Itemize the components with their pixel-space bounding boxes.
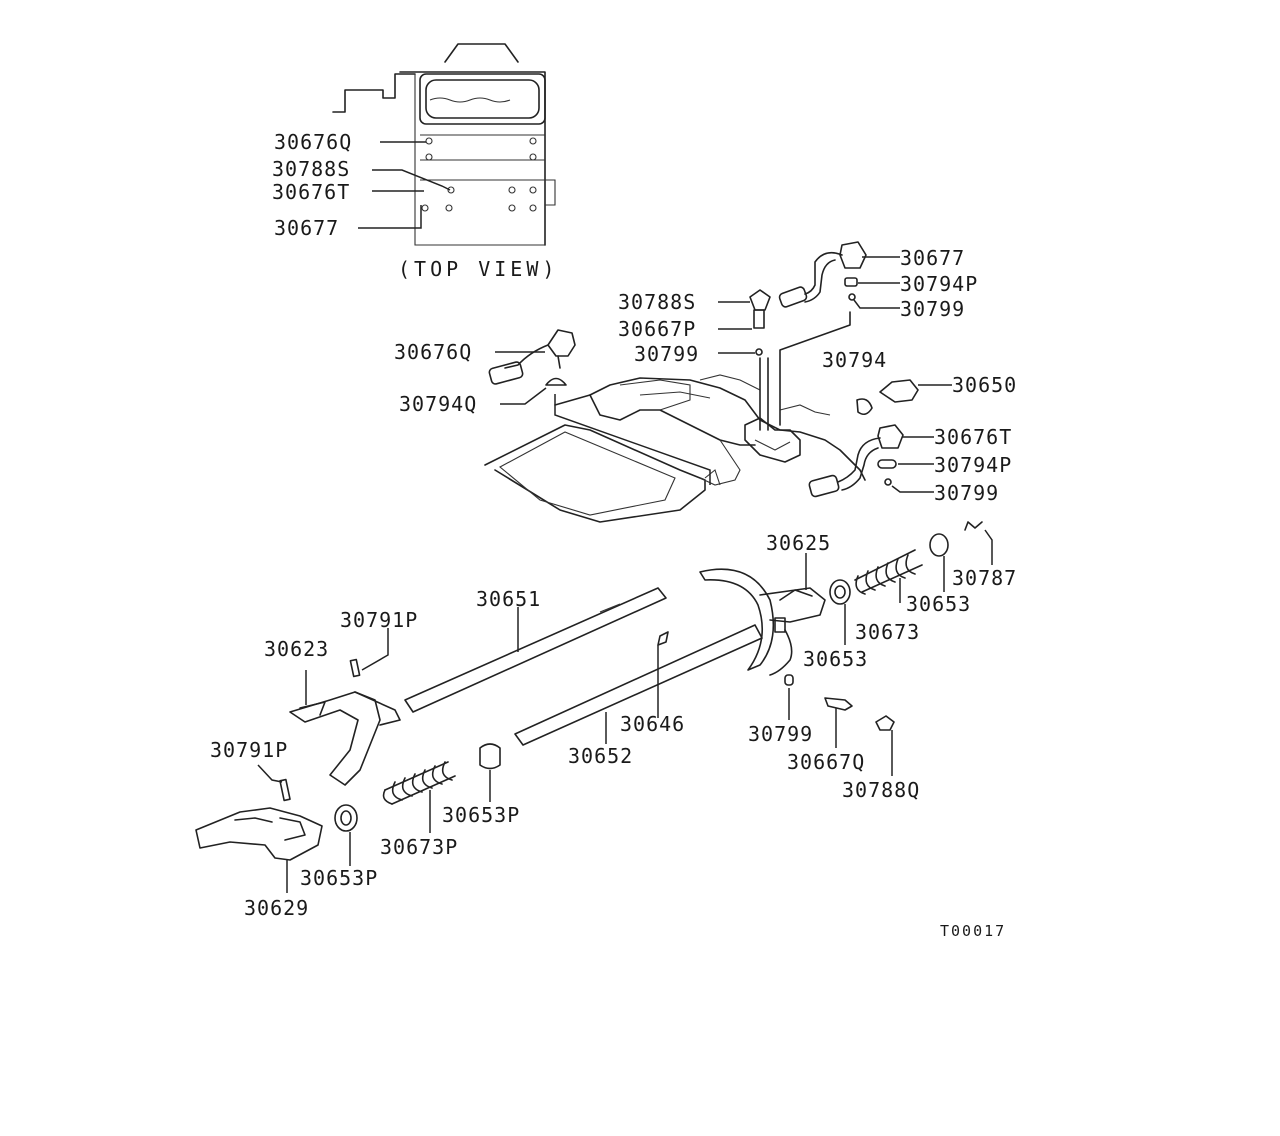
shift-fork-30625 bbox=[699, 553, 826, 676]
label-f-30625: 30625 bbox=[766, 531, 831, 555]
label-r-30794P: 30794P bbox=[900, 272, 978, 296]
shift-rod-30651 bbox=[404, 587, 667, 713]
label-l-30794Q: 30794Q bbox=[399, 392, 477, 416]
label-r2-30799: 30799 bbox=[934, 481, 999, 505]
top-view-leaders bbox=[358, 141, 451, 229]
label-c-30788S: 30788S bbox=[618, 290, 696, 314]
ball-30799 bbox=[784, 674, 794, 720]
label-top-30676Q: 30676Q bbox=[274, 130, 352, 154]
shift-fork-30629 bbox=[195, 807, 323, 893]
plug-30653P-a bbox=[479, 743, 501, 802]
label-f-30788Q: 30788Q bbox=[842, 778, 920, 802]
label-f-30653P-b: 30653P bbox=[300, 866, 378, 890]
plug-30653-b bbox=[829, 579, 851, 645]
label-c-30667P: 30667P bbox=[618, 317, 696, 341]
spring-30673P bbox=[382, 761, 456, 833]
vent-pipe-lower-right bbox=[808, 424, 934, 498]
label-r2-30794P: 30794P bbox=[934, 453, 1012, 477]
shift-rod-30652 bbox=[514, 624, 763, 746]
label-f-30651: 30651 bbox=[476, 587, 541, 611]
label-l-30676Q: 30676Q bbox=[394, 340, 472, 364]
bolt-30788Q bbox=[875, 715, 895, 776]
transmission-case bbox=[484, 374, 866, 523]
label-f-30667Q: 30667Q bbox=[787, 750, 865, 774]
label-f-30673: 30673 bbox=[855, 620, 920, 644]
pin-30791P-left bbox=[257, 764, 291, 802]
pin-30791P-top bbox=[349, 628, 389, 678]
clip-30787 bbox=[964, 521, 993, 565]
vent-pipe-upper-right bbox=[778, 241, 900, 426]
label-c-30799: 30799 bbox=[634, 342, 699, 366]
label-f-30652: 30652 bbox=[568, 744, 633, 768]
label-r-30650: 30650 bbox=[952, 373, 1017, 397]
label-f-30673P: 30673P bbox=[380, 835, 458, 859]
label-top-30676T: 30676T bbox=[272, 180, 350, 204]
label-top-30677: 30677 bbox=[274, 216, 339, 240]
label-f-30623: 30623 bbox=[264, 637, 329, 661]
label-r-30799: 30799 bbox=[900, 297, 965, 321]
shift-fork-30623 bbox=[289, 670, 401, 786]
breather-30650 bbox=[856, 379, 952, 416]
label-f-30787: 30787 bbox=[952, 566, 1017, 590]
plug-30653P-b bbox=[334, 804, 358, 866]
label-f-30653P-a: 30653P bbox=[442, 803, 520, 827]
vent-pipe-left bbox=[488, 329, 711, 485]
label-f-30791P-top: 30791P bbox=[340, 608, 418, 632]
label-f-30629: 30629 bbox=[244, 896, 309, 920]
label-f-30791P-left: 30791P bbox=[210, 738, 288, 762]
label-r-30676T: 30676T bbox=[934, 425, 1012, 449]
label-top-30788S: 30788S bbox=[272, 157, 350, 181]
vent-pipe-center bbox=[718, 289, 771, 431]
label-r-30794: 30794 bbox=[822, 348, 887, 372]
top-view-housing bbox=[332, 43, 556, 246]
label-f-30653b: 30653 bbox=[803, 647, 868, 671]
figure-code: T00017 bbox=[940, 922, 1006, 940]
plug-30653-a bbox=[929, 533, 949, 592]
label-f-30799: 30799 bbox=[748, 722, 813, 746]
bolt-30667Q bbox=[824, 697, 853, 748]
top-view-caption: (TOP VIEW) bbox=[398, 257, 558, 281]
label-f-30646: 30646 bbox=[620, 712, 685, 736]
label-r-30677: 30677 bbox=[900, 246, 965, 270]
spring-30673 bbox=[854, 549, 923, 603]
label-f-30653a: 30653 bbox=[906, 592, 971, 616]
